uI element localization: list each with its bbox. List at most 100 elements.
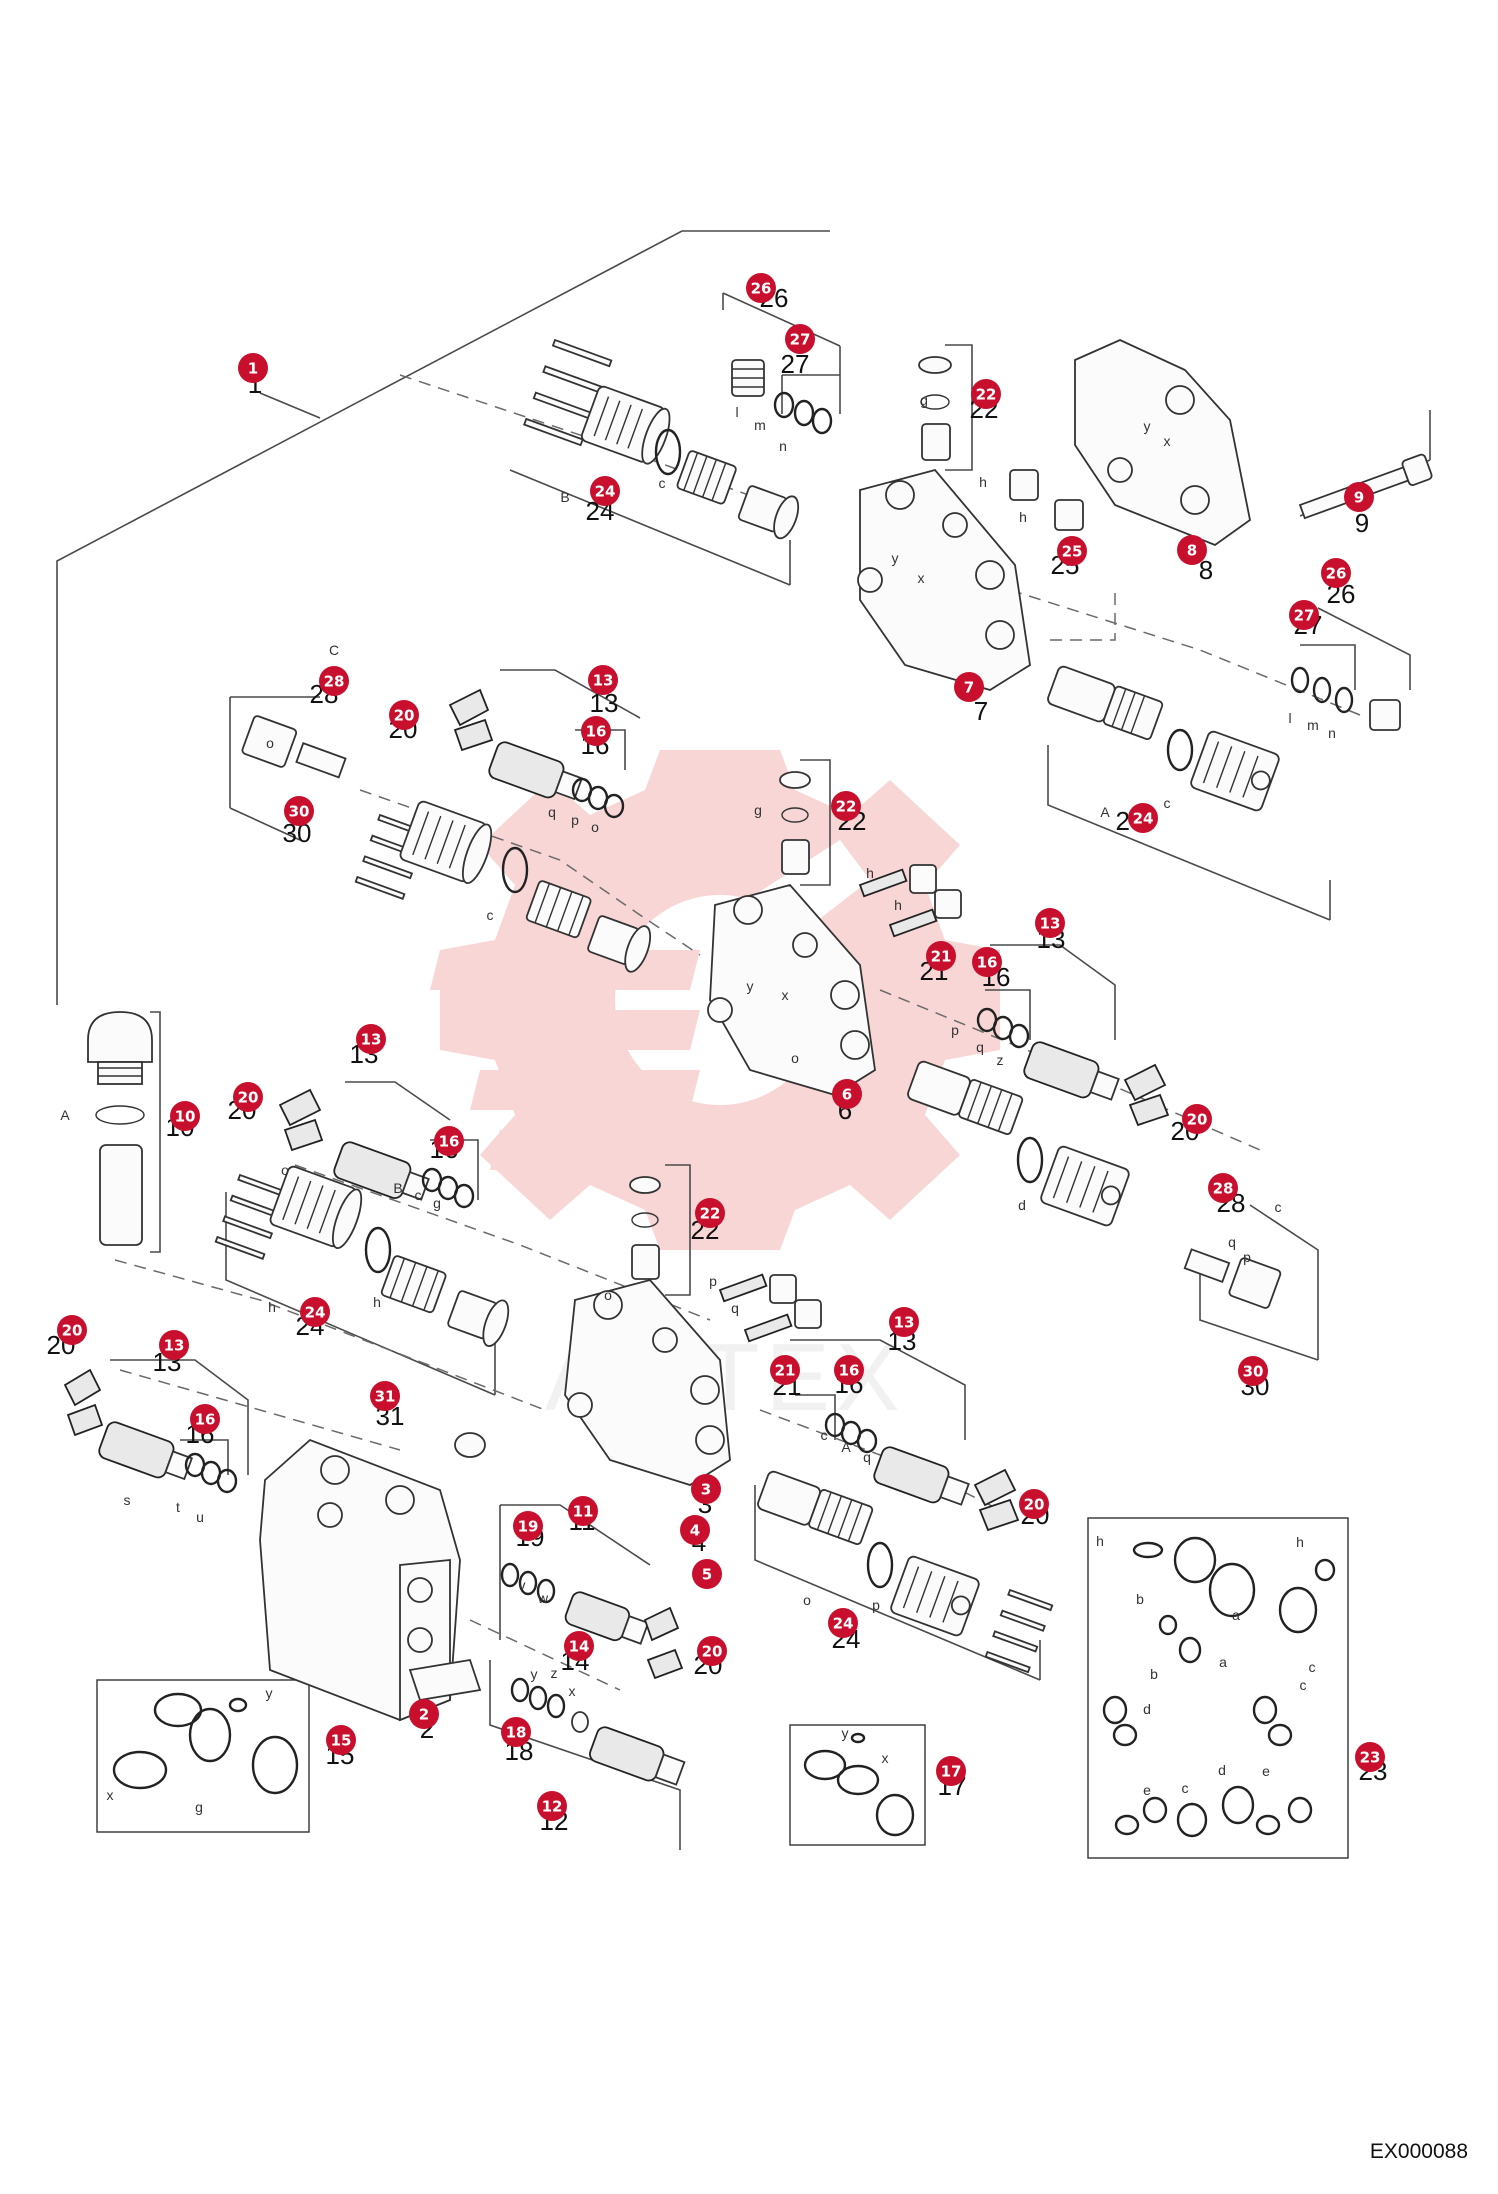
seal-letter: q xyxy=(731,1300,739,1316)
seal-letter: c xyxy=(1182,1780,1189,1796)
callout-circle xyxy=(926,941,956,971)
seal-letter: x xyxy=(1164,433,1171,449)
callout-number: 1 xyxy=(248,360,258,378)
callout-circle xyxy=(1355,1742,1385,1772)
callout-circle xyxy=(513,1511,543,1541)
callout-badge[interactable]: 26 xyxy=(746,273,776,303)
callout-number: 27 xyxy=(1294,607,1315,625)
callout-badge[interactable]: 8 xyxy=(1177,535,1207,565)
callout-number: 16 xyxy=(195,1411,216,1429)
callout-badge[interactable]: 30 xyxy=(284,796,314,826)
callout-badge[interactable]: 13 xyxy=(1035,908,1065,938)
callout-circle xyxy=(57,1315,87,1345)
seal-letter: c xyxy=(415,1187,422,1203)
callout-badge[interactable]: 24 xyxy=(828,1608,858,1638)
callout-badge[interactable]: 22 xyxy=(971,379,1001,409)
seal-letter: o xyxy=(791,1050,799,1066)
callout-badge[interactable]: 20 xyxy=(389,700,419,730)
seal-letter: h xyxy=(268,1299,276,1315)
callout-badge[interactable]: 22 xyxy=(831,791,861,821)
seal-letter: h xyxy=(373,1294,381,1310)
callout-badge[interactable]: 31 xyxy=(370,1381,400,1411)
callout-badge[interactable]: 15 xyxy=(326,1725,356,1755)
seal-letter: n xyxy=(1328,725,1336,741)
callout-number: 31 xyxy=(375,1388,396,1406)
seal-letter: A xyxy=(841,1439,851,1455)
callout-circle xyxy=(1057,536,1087,566)
callout-badge[interactable]: 3 xyxy=(691,1474,721,1504)
callout-badge[interactable]: 19 xyxy=(513,1511,543,1541)
callout-circle xyxy=(434,1126,464,1156)
parts-top-section xyxy=(523,338,1433,812)
callout-badge[interactable]: 14 xyxy=(564,1631,594,1661)
valve-section-6 xyxy=(707,883,876,1096)
callout-badge[interactable]: 1 xyxy=(238,353,268,383)
callout-circle xyxy=(170,1101,200,1131)
callout-badge[interactable]: 28 xyxy=(319,666,349,696)
bolt-set-lower xyxy=(214,1173,289,1260)
callout-badge[interactable]: 6 xyxy=(832,1079,862,1109)
callout-circle xyxy=(697,1636,727,1666)
callout-number: 30 xyxy=(289,803,310,821)
callout-badge[interactable]: 13 xyxy=(159,1330,189,1360)
callout-badge[interactable]: 13 xyxy=(588,665,618,695)
callout-badge[interactable]: 17 xyxy=(936,1756,966,1786)
callout-number: 24 xyxy=(305,1304,326,1322)
callout-circle xyxy=(695,1198,725,1228)
callout-badge[interactable]: 23 xyxy=(1355,1742,1385,1772)
callout-number: 10 xyxy=(175,1108,196,1126)
callout-badge[interactable]: 20 xyxy=(697,1636,727,1666)
callout-circle xyxy=(590,476,620,506)
callout-badge[interactable]: 16 xyxy=(434,1126,464,1156)
callout-circle xyxy=(409,1699,439,1729)
seal-letter: l xyxy=(735,404,738,420)
callout-badge[interactable]: 16 xyxy=(190,1404,220,1434)
callout-badge[interactable]: 16 xyxy=(581,716,611,746)
plug-25 xyxy=(1009,469,1084,531)
callout-circle xyxy=(501,1717,531,1747)
callout-badge[interactable]: 16 xyxy=(834,1355,864,1385)
callout-badge[interactable]: 16 xyxy=(972,947,1002,977)
callout-badge[interactable]: 26 xyxy=(1321,558,1351,588)
spool-lower-right xyxy=(757,1470,874,1545)
callout-badge[interactable]: 12 xyxy=(537,1791,567,1821)
seal-letter: x xyxy=(107,1787,114,1803)
relief-valve-13-lower xyxy=(873,1446,970,1506)
callout-badge[interactable]: 2 xyxy=(409,1699,439,1729)
callout-badge[interactable]: 28 xyxy=(1208,1173,1238,1203)
seal-letter: d xyxy=(1018,1197,1026,1213)
callout-badge[interactable]: 24 xyxy=(1128,803,1158,833)
callout-badge[interactable]: 21 xyxy=(926,941,956,971)
callout-circle xyxy=(1182,1104,1212,1134)
callout-badge[interactable]: 7 xyxy=(954,672,984,702)
callout-number: 20 xyxy=(62,1322,83,1340)
callout-badge[interactable]: 21 xyxy=(770,1355,800,1385)
callout-badge[interactable]: 27 xyxy=(785,324,815,354)
callout-number: 22 xyxy=(700,1205,721,1223)
callout-badge[interactable]: 13 xyxy=(356,1024,386,1054)
callout-badge[interactable]: 20 xyxy=(57,1315,87,1345)
callout-badge[interactable]: 20 xyxy=(1019,1489,1049,1519)
callout-badge[interactable]: 5 xyxy=(692,1559,722,1589)
callout-badge[interactable]: 10 xyxy=(170,1101,200,1131)
callout-badge[interactable]: 11 xyxy=(568,1496,598,1526)
callout-badge[interactable]: 20 xyxy=(1182,1104,1212,1134)
right-end-cap xyxy=(1190,730,1280,812)
callout-badge[interactable]: 22 xyxy=(695,1198,725,1228)
relief-valve-13 xyxy=(488,741,583,801)
callout-badge[interactable]: 20 xyxy=(233,1082,263,1112)
callout-number: 20 xyxy=(1024,1496,1045,1514)
callout-badge[interactable]: 30 xyxy=(1238,1356,1268,1386)
callout-badge[interactable]: 24 xyxy=(300,1297,330,1327)
callout-badge[interactable]: 24 xyxy=(590,476,620,506)
callout-badge[interactable]: 9 xyxy=(1344,482,1374,512)
seal-letter: A xyxy=(60,1107,70,1123)
seal-letter: g xyxy=(195,1799,203,1815)
callout-badge[interactable]: 25 xyxy=(1057,536,1087,566)
callout-badge[interactable]: 27 xyxy=(1289,600,1319,630)
callout-badge[interactable]: 4 xyxy=(680,1515,710,1545)
callout-circle xyxy=(1128,803,1158,833)
callout-number: 20 xyxy=(394,707,415,725)
callout-badge[interactable]: 18 xyxy=(501,1717,531,1747)
callout-badge[interactable]: 13 xyxy=(889,1307,919,1337)
